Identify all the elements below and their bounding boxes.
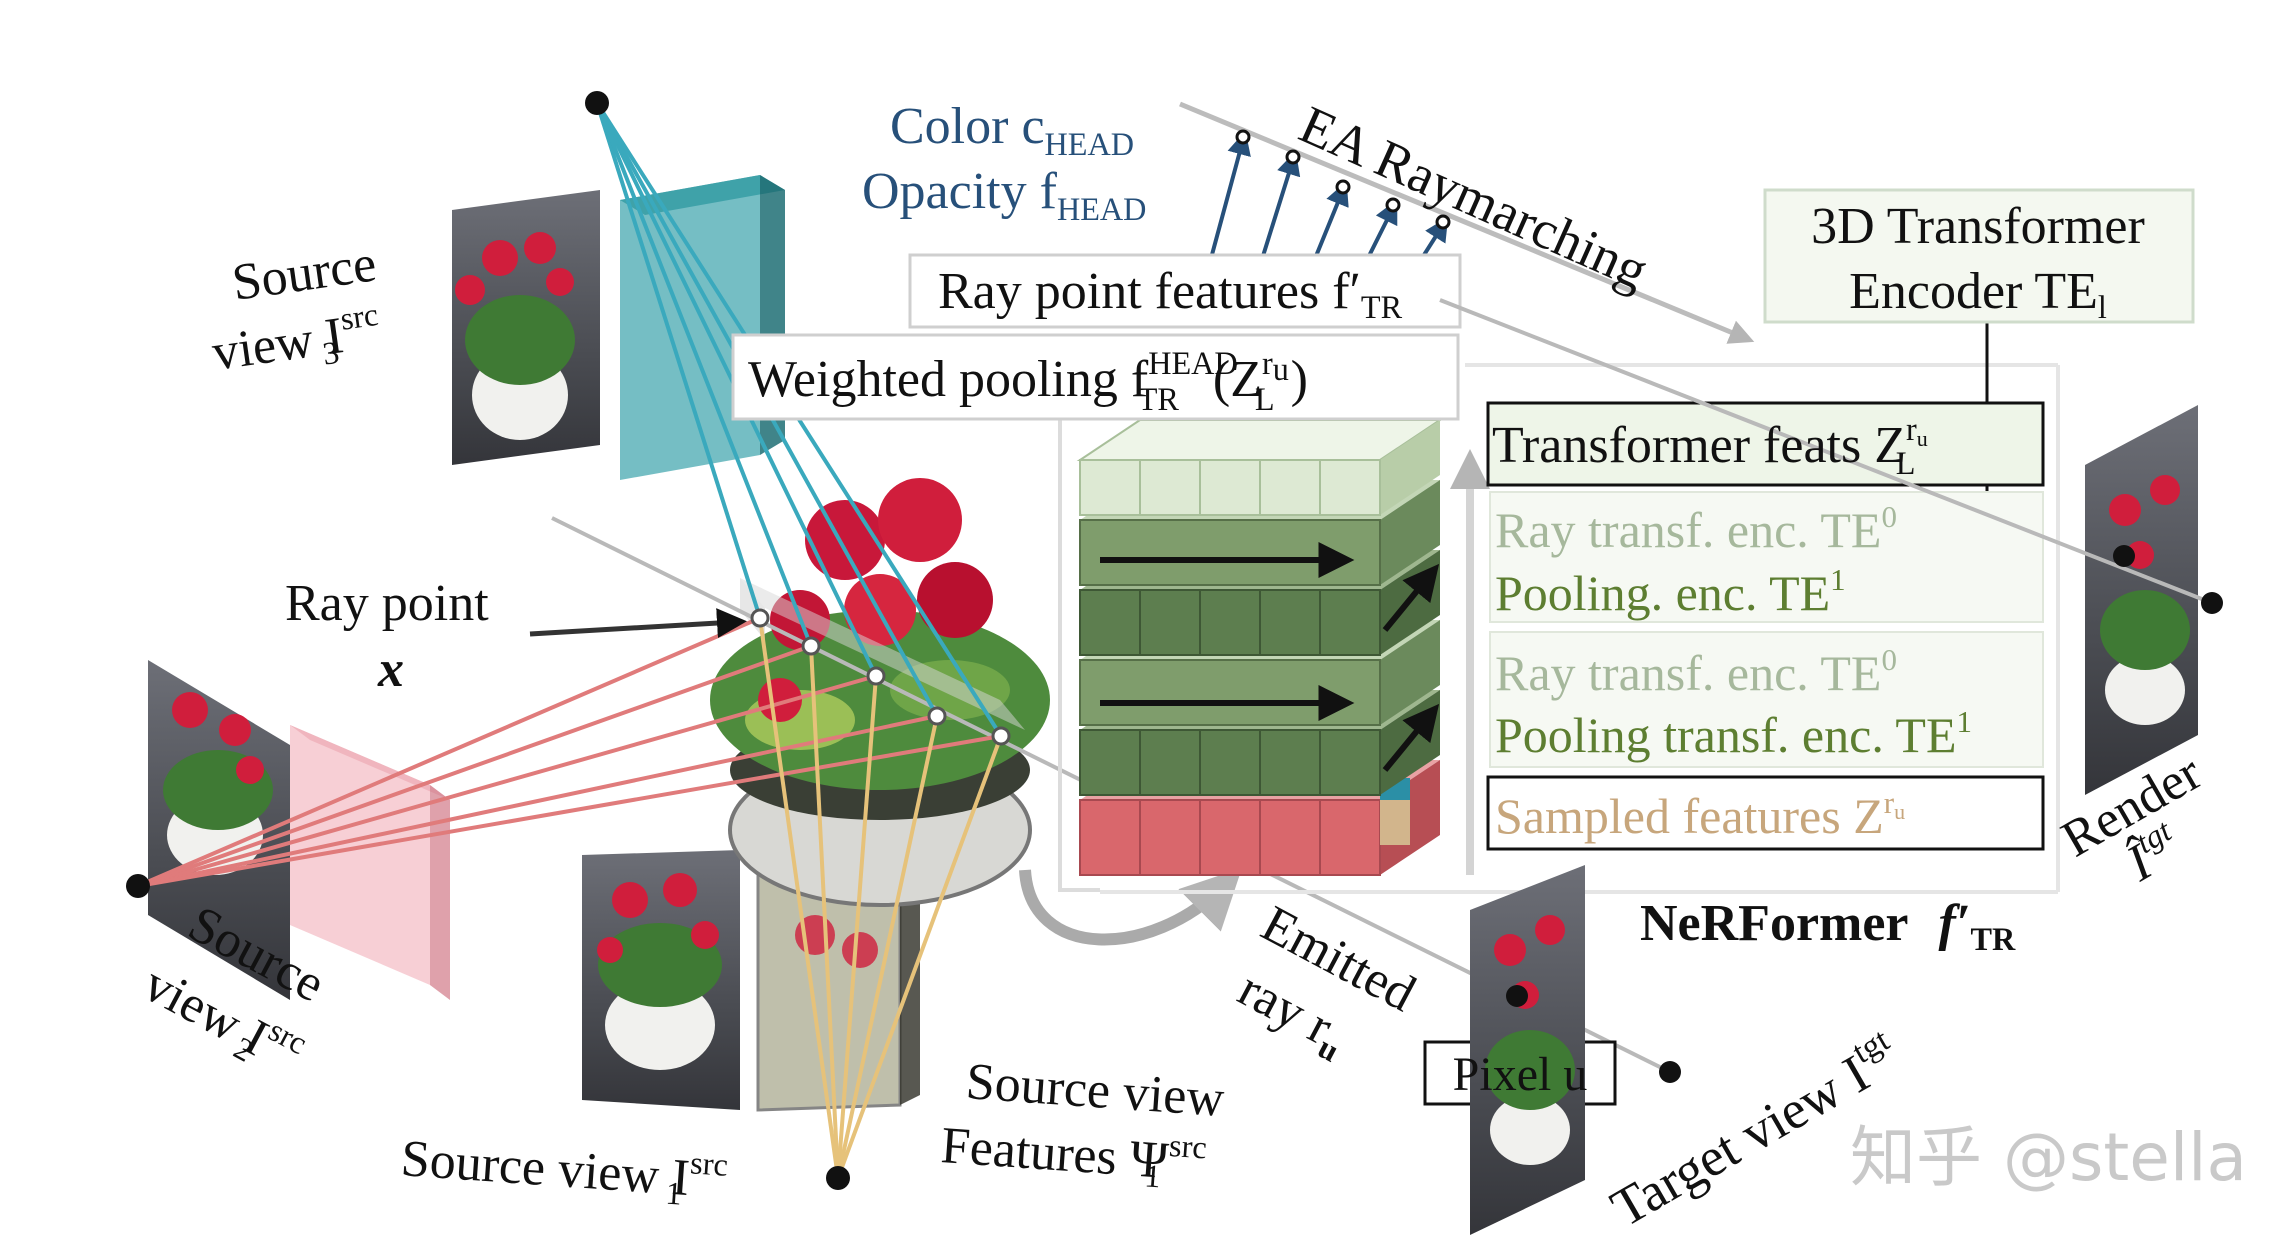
sampled-features-label: Sampled features Zru: [1495, 785, 1905, 844]
sampled-features-box: [1486, 775, 2045, 851]
ray-point-features-label: Ray point features f′TR: [938, 263, 1403, 325]
transformer-encoder-box: [1763, 188, 2195, 324]
source-view-3-image: [452, 190, 600, 465]
transformer-encoder-label-2: Encoder TEl: [1849, 263, 2107, 325]
render-image: [2085, 405, 2198, 795]
pooling-enc-label: Pooling. enc. TE1: [1495, 562, 1846, 621]
ray-point-label: Ray point: [285, 575, 489, 632]
central-flower-pot: [710, 478, 1050, 907]
ray-transf-enc-1-label: Ray transf. enc. TE0: [1495, 499, 1897, 558]
source-view-2-image: [148, 660, 290, 1000]
ray-point-features-box: [908, 253, 1462, 329]
target-ray-line: [1439, 298, 2213, 605]
opacity-head-label: Opacity fHEAD: [862, 163, 1146, 227]
source-view-1-label: Source view Isrc1: [399, 1124, 729, 1215]
ray-point-var: x: [377, 641, 404, 698]
transformer-encoder-label-1: 3D Transformer: [1811, 198, 2145, 255]
transformer-feats-layer: [1076, 419, 1444, 516]
source-view-3-label-2: view Isrc3: [208, 296, 385, 387]
watermark: 知乎 @stella: [1850, 1119, 2247, 1196]
pixel-u-label: Pixel u: [1453, 1048, 1588, 1101]
curved-arrow: [1019, 868, 1242, 946]
ea-raymarching-line: [1179, 101, 1755, 344]
camera-centers: [126, 91, 850, 1190]
target-view-image: [1470, 865, 1585, 1235]
pooling-transf-enc-label: Pooling transf. enc. TE1: [1495, 704, 1972, 763]
target-points: [1506, 545, 2223, 1083]
color-head-label: Color cHEAD: [890, 98, 1134, 162]
ray-transf-enc-2-label: Ray transf. enc. TE0: [1495, 642, 1897, 701]
ray-point-pointer: [529, 608, 747, 639]
ray-sample-points: [750, 608, 1011, 746]
encoder-group-1-box: [1489, 491, 2044, 623]
source-features-label-1: Source view: [964, 1053, 1226, 1128]
weighted-pooling-box: [731, 333, 1460, 421]
head-points: [1235, 129, 1451, 230]
encoder-group-2-box: [1489, 631, 2044, 768]
transformer-feats-box: [1486, 401, 2045, 487]
pink-projection-rays: [137, 616, 1002, 888]
source-view-1-image: [582, 850, 740, 1110]
source-view-2-feature-box: [290, 725, 450, 1000]
yellow-projection-rays: [758, 617, 1003, 1179]
